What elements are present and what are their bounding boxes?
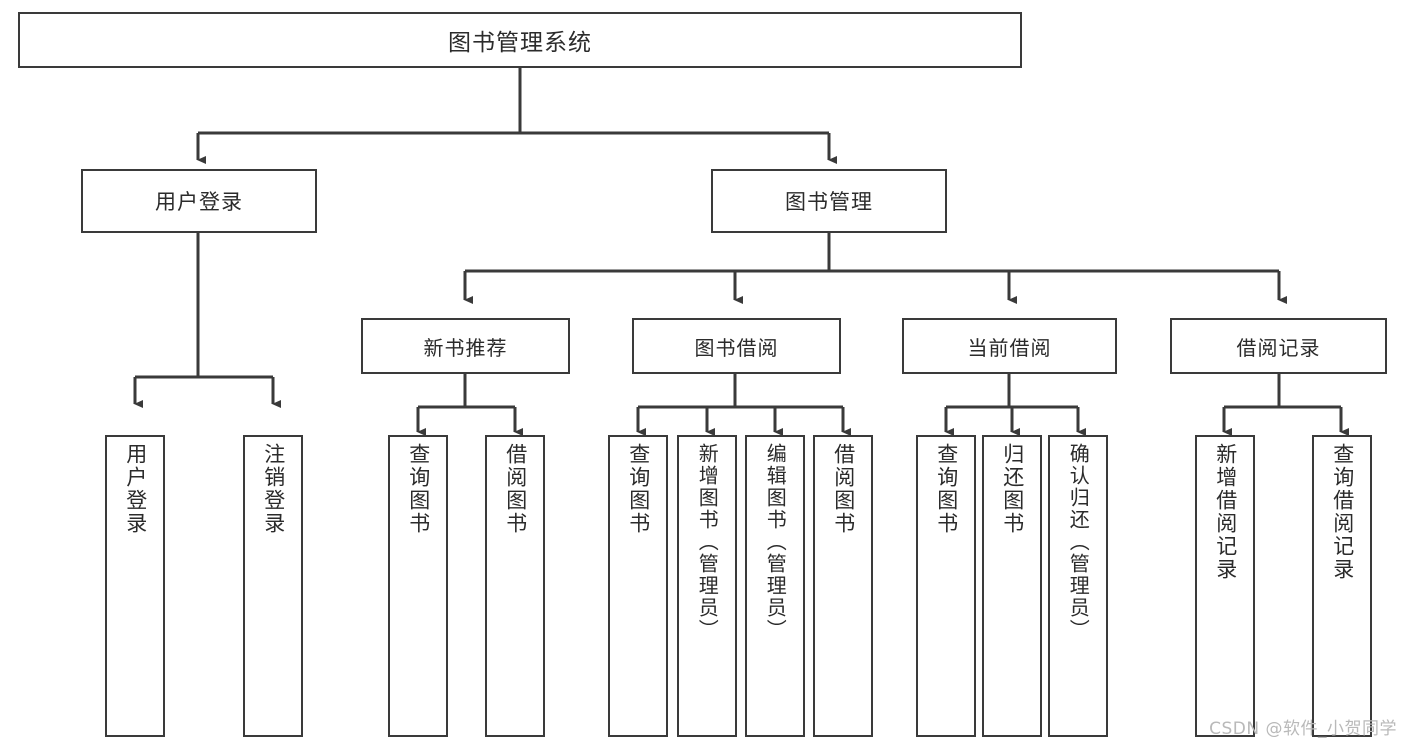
leaf-user-logout[interactable]: 注销登录: [243, 435, 303, 737]
leaf-borrow-borrow-book[interactable]: 借阅图书: [813, 435, 873, 737]
node-label: 查询图书: [626, 443, 651, 535]
node-label: 借阅图书: [831, 443, 856, 535]
leaf-recommend-borrow-book[interactable]: 借阅图书: [485, 435, 545, 737]
node-label: 图书管理: [785, 190, 873, 214]
node-root-system[interactable]: 图书管理系统: [18, 12, 1022, 68]
node-label: 当前借阅: [967, 335, 1052, 360]
node-label: 借阅记录: [1236, 335, 1321, 360]
leaf-user-login[interactable]: 用户登录: [105, 435, 165, 737]
node-label: 借阅图书: [503, 443, 528, 535]
leaf-borrow-edit-book-admin[interactable]: 编辑图书（管理员）: [745, 435, 805, 737]
node-book-borrow[interactable]: 图书借阅: [632, 318, 841, 374]
node-label: 用户登录: [123, 443, 148, 535]
leaf-current-return-book[interactable]: 归还图书: [982, 435, 1042, 737]
leaf-borrow-add-book-admin[interactable]: 新增图书（管理员）: [677, 435, 737, 737]
leaf-record-query-record[interactable]: 查询借阅记录: [1312, 435, 1372, 737]
node-label: 图书管理系统: [448, 30, 592, 56]
node-new-book-recommend[interactable]: 新书推荐: [361, 318, 570, 374]
node-borrow-record[interactable]: 借阅记录: [1170, 318, 1387, 374]
node-label: 新书推荐: [423, 335, 508, 360]
leaf-current-confirm-return-admin[interactable]: 确认归还（管理员）: [1048, 435, 1108, 737]
node-book-management[interactable]: 图书管理: [711, 169, 947, 233]
leaf-record-add-record[interactable]: 新增借阅记录: [1195, 435, 1255, 737]
node-label: 查询借阅记录: [1330, 443, 1355, 581]
node-label: 查询图书: [934, 443, 959, 535]
node-label: 图书借阅: [694, 335, 779, 360]
node-label: 查询图书: [406, 443, 431, 535]
node-user-login[interactable]: 用户登录: [81, 169, 317, 233]
leaf-recommend-query-book[interactable]: 查询图书: [388, 435, 448, 737]
leaf-borrow-query-book[interactable]: 查询图书: [608, 435, 668, 737]
node-current-borrow[interactable]: 当前借阅: [902, 318, 1117, 374]
node-label: 用户登录: [155, 190, 243, 214]
node-label: 归还图书: [1000, 443, 1025, 535]
node-label: 确认归还（管理员）: [1066, 443, 1091, 641]
node-label: 新增借阅记录: [1213, 443, 1238, 581]
node-label: 新增图书（管理员）: [695, 443, 720, 641]
watermark: CSDN @软件_小贺同学: [1209, 719, 1397, 739]
node-label: 编辑图书（管理员）: [763, 443, 788, 641]
leaf-current-query-book[interactable]: 查询图书: [916, 435, 976, 737]
node-label: 注销登录: [261, 443, 286, 535]
